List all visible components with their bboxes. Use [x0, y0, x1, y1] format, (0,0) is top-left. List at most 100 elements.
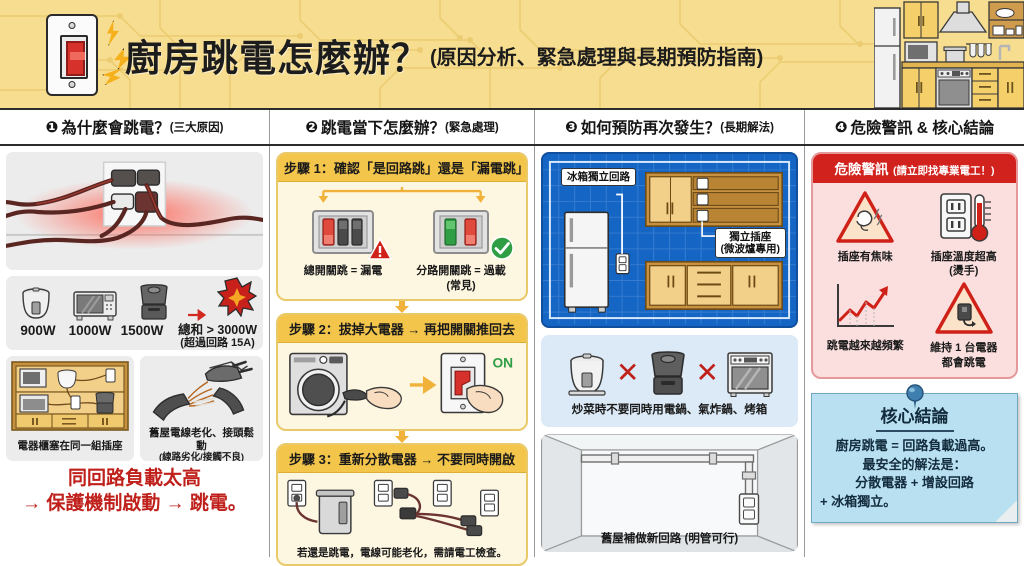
aging-wire-card: 舊屋電線老化、接頭鬆動 (線路劣化/接觸不良): [140, 356, 263, 461]
column-1-causes: 900W 1000W 1500W 總和 > 3000W (超過回路 15A): [0, 146, 270, 557]
col1-cause-pair: 電器櫃塞在同一組插座: [6, 356, 263, 461]
danger-header: 危險警訊 (請立即找專業電工！): [813, 154, 1016, 183]
conclusion-title: 核心結論: [875, 402, 954, 432]
danger-caption-4: 維持 1 台電器: [930, 342, 998, 355]
column-title-4: 危險警訊 & 核心結論: [850, 120, 995, 137]
switch-screw-bottom: [68, 81, 76, 88]
surface-conduit-illustration: [541, 434, 798, 552]
col1-conclusion: 同回路負載太高 → 保護機制啟動 → 跳電。: [6, 467, 263, 516]
light-switch-icon: [46, 14, 98, 96]
step-2-card: 步驟 2：拔掉大電器 → 再把開關推回去: [276, 313, 528, 432]
frayed-wire-illustration: [152, 360, 253, 422]
breaker-branch-caption: 分路開關跳 = 過載: [416, 265, 506, 277]
x-mark-icon: ✕: [616, 356, 640, 388]
wire-caption-line2: (線路劣化/接觸不良): [159, 452, 244, 461]
cabinet-caption: 電器櫃塞在同一組插座: [17, 440, 123, 452]
flow-arrow-1: [276, 301, 528, 314]
rice-cooker-icon: [22, 287, 50, 319]
single-appliance-trip-icon: [935, 282, 993, 335]
conclusion-line-1: 廚房跳電 = 回路負載過高。: [835, 437, 994, 453]
core-conclusion-note: 核心結論 廚房跳電 = 回路負載過高。 最安全的解法是： 分散電器 + 增設回路…: [811, 384, 1018, 524]
column-header-2: ❷ 跳電當下怎麼辦？ (緊急處理): [270, 110, 535, 144]
blueprint-outlet-label-line1: 獨立插座: [729, 231, 772, 243]
step-3-caption: 若還是跳電，電線可能老化，需請電工檢查。: [297, 547, 507, 560]
rice-cooker-icon: [568, 353, 606, 396]
step-1-card: 步驟 1：確認「是回路跳」還是「漏電跳」: [276, 152, 528, 302]
no-simultaneous-caption: 炒菜時不要同時用電鍋、氣炸鍋、烤箱: [571, 403, 768, 416]
conclusion-line-2: 最安全的解法是：: [862, 456, 967, 472]
arrow-to-result: [188, 308, 207, 322]
distribute-appliances-illustration: [287, 480, 500, 537]
step-1-heading: 步驟 1：確認「是回路跳」還是「漏電跳」: [278, 154, 526, 182]
breaker-panel-main-icon: [312, 210, 374, 254]
column-2-emergency: 步驟 1：確認「是回路跳」還是「漏電跳」: [270, 146, 535, 566]
column-title-3: 如何預防再次發生？: [580, 120, 721, 137]
danger-item-hot-outlet: 插座溫度超高 (燙手): [916, 189, 1013, 278]
unplug-and-reset-illustration: ON: [289, 353, 513, 418]
appliance-air-fryer: [130, 282, 178, 322]
breaker-comparison-row: 總開關跳 = 漏電: [284, 208, 520, 293]
wattage-label-3: 1500W: [120, 323, 164, 338]
switch-rocker-well: [60, 35, 88, 79]
danger-title: 危險警訊: [834, 162, 889, 177]
header-title-group: 廚房跳電怎麼辦？ (原因分析、緊急處理與長期預防指南): [125, 0, 764, 108]
hot-outlet-icon: [939, 193, 991, 242]
page-subtitle: (原因分析、緊急處理與長期預防指南): [430, 46, 764, 69]
wattage-sum-text: 總和 > 3000W (超過回路 15A): [178, 323, 257, 350]
wire-caption-line1: 舊屋電線老化、接頭鬆動: [149, 427, 254, 452]
wattage-labels-row: 900W 1000W 1500W 總和 > 3000W (超過回路 15A): [12, 323, 257, 350]
no-simultaneous-use-card: ✕ ✕ 炒菜時不要同時: [541, 335, 798, 427]
column-title-1: 為什麼會跳電？: [61, 120, 170, 137]
appliance-cabinet-illustration: [11, 361, 129, 431]
appliance-rice-cooker: [12, 282, 60, 322]
branch-arrows: [318, 187, 486, 203]
blueprint-outlet-label: 獨立插座 (微波爐專用): [714, 228, 786, 259]
column-number-4: ❹: [834, 119, 848, 136]
wattage-label-2: 1000W: [68, 323, 112, 338]
note-fold-shadow: [995, 500, 1017, 523]
column-paren-3: (長期解法): [720, 122, 774, 134]
blueprint-content: [548, 160, 791, 320]
column-paren-2: (緊急處理): [445, 122, 499, 134]
switch-screw-top: [68, 22, 76, 29]
danger-item-single-appliance: 維持 1 台電器 都會跳電: [916, 280, 1013, 369]
oven-icon: [727, 351, 773, 397]
breaker-main-trip: 總開關跳 = 漏電: [288, 208, 398, 278]
column-4-warnings: 危險警訊 (請立即找專業電工！) 插座有焦味: [805, 146, 1024, 557]
blueprint-fridge-label: 冰箱獨立回路: [561, 168, 636, 187]
wattage-sum-line1: 總和 > 3000W: [178, 323, 257, 337]
step-2-heading: 步驟 2：拔掉大電器 → 再把開關推回去: [278, 315, 526, 344]
main-content: 900W 1000W 1500W 總和 > 3000W (超過回路 15A): [0, 146, 1024, 566]
danger-warning-card: 危險警訊 (請立即找專業電工！) 插座有焦味: [811, 152, 1018, 379]
wattage-icons-row: [12, 277, 258, 322]
danger-caption-2-sub: (燙手): [949, 265, 979, 278]
danger-title-sub: (請立即找專業電工！): [892, 165, 995, 177]
explosion-icon: [216, 277, 258, 322]
svg-text:ON: ON: [492, 356, 513, 371]
danger-caption-3: 跳電越來越頻繁: [826, 340, 904, 353]
kitchen-blueprint-panel: 冰箱獨立回路 獨立插座 (微波爐專用): [541, 152, 798, 328]
column-header-1: ❶ 為什麼會跳電？ (三大原因): [0, 110, 270, 144]
danger-item-frequent-trips: 跳電越來越頻繁: [817, 280, 914, 369]
danger-caption-2: 插座溫度超高: [930, 251, 997, 263]
blueprint-outlet-label-line2: (微波爐專用): [720, 243, 781, 256]
column-header-row: ❶ 為什麼會跳電？ (三大原因) ❷ 跳電當下怎麼辦？ (緊急處理) ❸ 如何預…: [0, 110, 1024, 146]
column-paren-1: (三大原因): [169, 122, 224, 134]
column-number-3: ❸: [565, 119, 578, 136]
overloaded-outlet-illustration: [6, 152, 263, 270]
breaker-main-caption: 總開關跳 = 漏電: [303, 265, 383, 277]
flow-arrow-2: [276, 431, 528, 444]
wattage-label-1: 900W: [20, 323, 56, 338]
danger-caption-4-sub: 都會跳電: [941, 356, 986, 369]
step-2-body: ON: [278, 343, 526, 429]
breaker-panel-branch-icon: [433, 210, 489, 254]
check-circle-icon: [490, 236, 514, 260]
wattage-sum-panel: 900W 1000W 1500W 總和 > 3000W (超過回路 15A): [6, 276, 263, 350]
conduit-caption: 舊屋補做新回路 (明管可行): [600, 533, 739, 545]
page-header: 廚房跳電怎麼辦？ (原因分析、緊急處理與長期預防指南): [0, 0, 1024, 110]
x-mark-icon: ✕: [695, 356, 719, 388]
column-title-2: 跳電當下怎麼辦？: [321, 120, 446, 137]
cabinet-same-outlet-card: 電器櫃塞在同一組插座: [6, 356, 134, 461]
danger-caption-1: 插座有焦味: [837, 251, 893, 263]
rising-chart-icon: [837, 284, 895, 328]
